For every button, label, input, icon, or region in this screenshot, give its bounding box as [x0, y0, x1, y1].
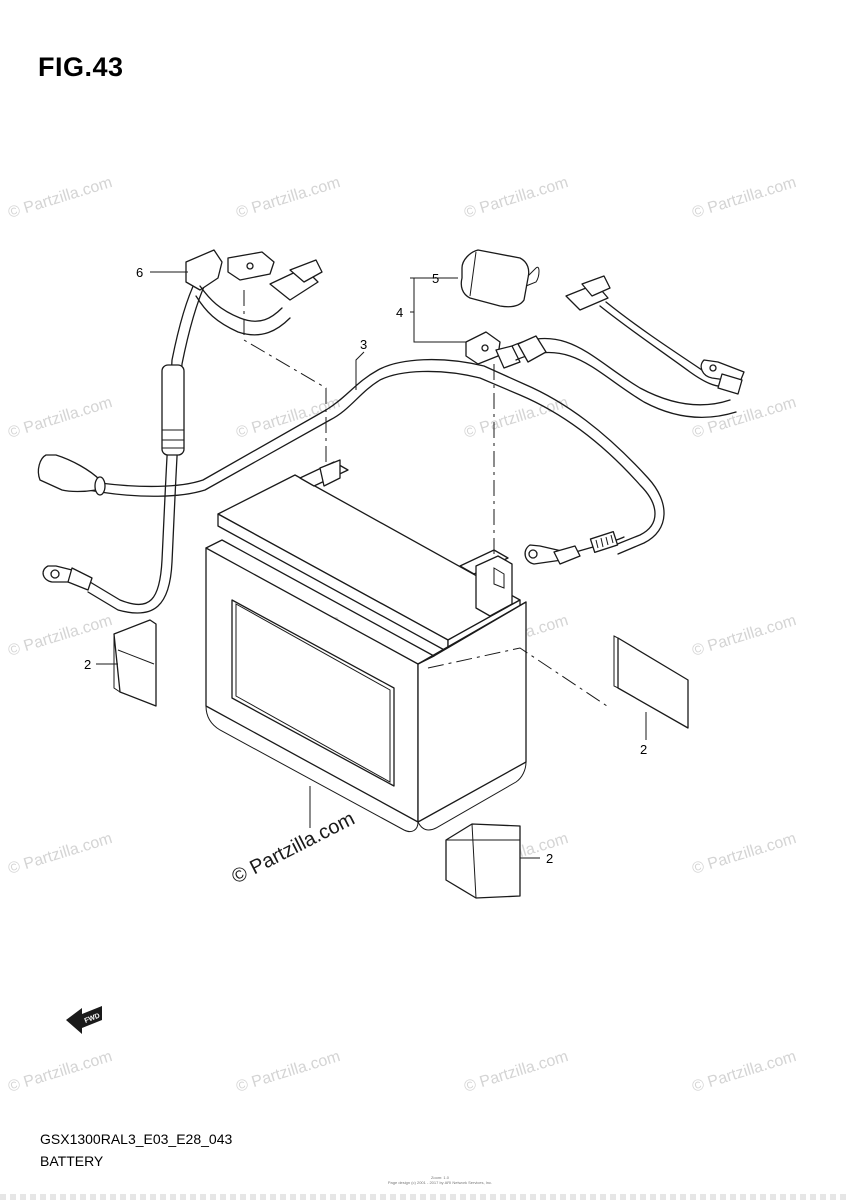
- fwd-arrow-icon: FWD: [66, 1006, 102, 1034]
- part-6-wire-harness: [42, 249, 323, 614]
- part-3-battery-lead-cable: [37, 358, 665, 565]
- copyright-line-2: Page design (c) 2001 - 2017 by ARI Netwo…: [387, 1180, 493, 1185]
- bottom-strip: [0, 1194, 848, 1200]
- watermark-text: © Partzilla.com: [234, 1048, 342, 1096]
- watermark-text: © Partzilla.com: [462, 174, 570, 222]
- leader-lines: [96, 271, 647, 859]
- copyright-line-1: Zoom: 1.0: [430, 1175, 449, 1180]
- part-2-label-pad-bottom: [445, 823, 521, 899]
- callout-part-2-bottom: 2: [546, 851, 553, 866]
- callout-labels: 6 5 4 3 2 2 2: [84, 265, 647, 866]
- watermark-text: © Partzilla.com: [6, 394, 114, 442]
- callout-part-3: 3: [360, 337, 367, 352]
- part-4-positive-lead-cable: [465, 275, 745, 419]
- callout-part-6: 6: [136, 265, 143, 280]
- watermark-text: © Partzilla.com: [690, 174, 798, 222]
- watermark-text: © Partzilla.com: [6, 174, 114, 222]
- watermark-text: © Partzilla.com: [6, 1048, 114, 1096]
- callout-part-2-right: 2: [640, 742, 647, 757]
- watermark-text: © Partzilla.com: [690, 612, 798, 660]
- callout-part-2-left: 2: [84, 657, 91, 672]
- watermark-text: © Partzilla.com: [462, 394, 570, 442]
- section-name: BATTERY: [40, 1153, 104, 1169]
- copyright-notice: Zoom: 1.0 Page design (c) 2001 - 2017 by…: [360, 1175, 520, 1185]
- watermark-text: © Partzilla.com: [462, 1048, 570, 1096]
- figure-title: FIG.43: [38, 52, 124, 82]
- part-5-terminal-cover: [460, 249, 540, 308]
- watermark-text: © Partzilla.com: [690, 830, 798, 878]
- watermark-text: © Partzilla.com: [690, 394, 798, 442]
- watermark-text: © Partzilla.com: [234, 174, 342, 222]
- watermark-text: © Partzilla.com: [6, 612, 114, 660]
- part-2-label-pad-left: [113, 619, 157, 707]
- model-code: GSX1300RAL3_E03_E28_043: [40, 1131, 233, 1147]
- part-2-label-pad-right: [613, 635, 689, 729]
- callout-part-4: 4: [396, 305, 403, 320]
- watermark-text: © Partzilla.com: [6, 830, 114, 878]
- watermark-text: © Partzilla.com: [690, 1048, 798, 1096]
- center-watermark: © Partzilla.com: [228, 808, 358, 889]
- callout-part-5: 5: [432, 271, 439, 286]
- battery-body: [205, 459, 527, 833]
